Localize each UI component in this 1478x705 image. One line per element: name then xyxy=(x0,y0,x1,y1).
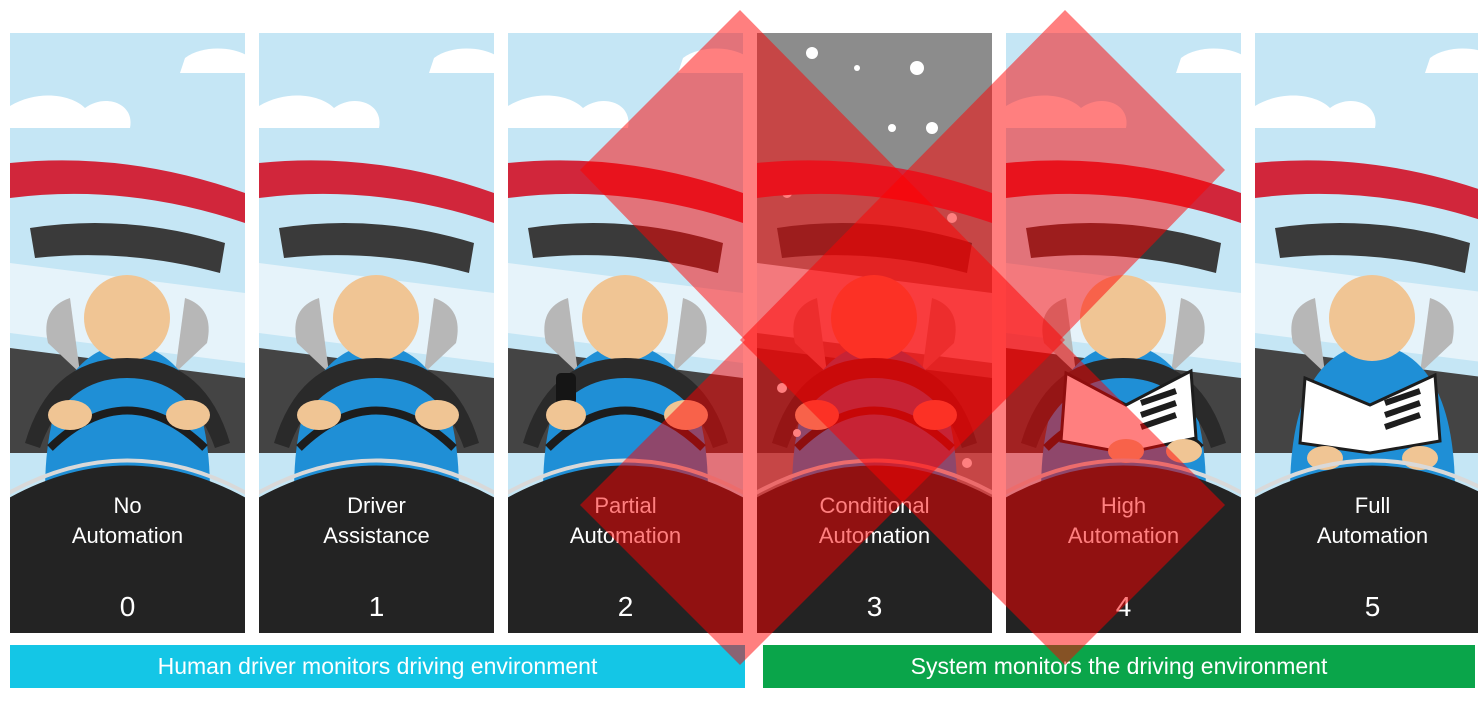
rearview-mirror xyxy=(279,223,474,273)
rearview-mirror xyxy=(30,223,225,273)
level-name: Conditional Automation xyxy=(818,493,931,548)
level-panel-0: No Automation 0 xyxy=(10,33,245,633)
driver-head xyxy=(333,275,419,361)
car-roof xyxy=(1255,160,1478,220)
system-monitoring-band: System monitors the driving environment xyxy=(763,645,1475,688)
level-name: Full Automation xyxy=(1316,493,1429,548)
level-number: 4 xyxy=(1115,591,1132,622)
level-name: No Automation xyxy=(71,493,184,548)
level-panel-2: Partial Automation 2 xyxy=(508,33,743,633)
driver-head xyxy=(582,275,668,361)
human-monitoring-band: Human driver monitors driving environmen… xyxy=(10,645,745,688)
steering-wheel xyxy=(47,406,208,451)
driver-head xyxy=(84,275,170,361)
cloud-icon xyxy=(10,95,131,128)
cloud-icon xyxy=(259,95,380,128)
level-panel-3: Conditional Automation 3 xyxy=(757,33,992,633)
driver-scene-illustration xyxy=(259,33,494,633)
snowflake-icon xyxy=(806,47,818,59)
level-panel-4: High Automation 4 xyxy=(1006,33,1241,633)
dashboard xyxy=(10,465,245,633)
driver-head xyxy=(1080,275,1166,361)
dashboard xyxy=(1255,465,1478,633)
level-panel-1: Driver Assistance 1 xyxy=(259,33,494,633)
cloud-icon xyxy=(1255,95,1376,128)
driver-head xyxy=(831,275,917,361)
automation-levels: No Automation 0 Driver Assist xyxy=(10,33,1478,633)
rearview-mirror xyxy=(1275,223,1470,273)
steering-wheel xyxy=(296,406,457,451)
dashboard xyxy=(259,465,494,633)
driver-scene-illustration xyxy=(1255,33,1478,633)
level-panel-5: Full Automation 5 xyxy=(1255,33,1478,633)
level-number: 1 xyxy=(368,591,385,622)
driver-scene-illustration xyxy=(10,33,245,633)
level-name: Partial Automation xyxy=(569,493,682,548)
phone-icon xyxy=(556,373,576,405)
level-name: Driver Assistance xyxy=(323,493,430,548)
level-number: 5 xyxy=(1364,591,1381,622)
level-number: 3 xyxy=(866,591,883,622)
level-number: 0 xyxy=(119,591,136,622)
driver-head xyxy=(1329,275,1415,361)
level-number: 2 xyxy=(617,591,634,622)
car-roof xyxy=(10,160,245,223)
level-name: High Automation xyxy=(1067,493,1180,548)
car-roof xyxy=(259,160,494,223)
